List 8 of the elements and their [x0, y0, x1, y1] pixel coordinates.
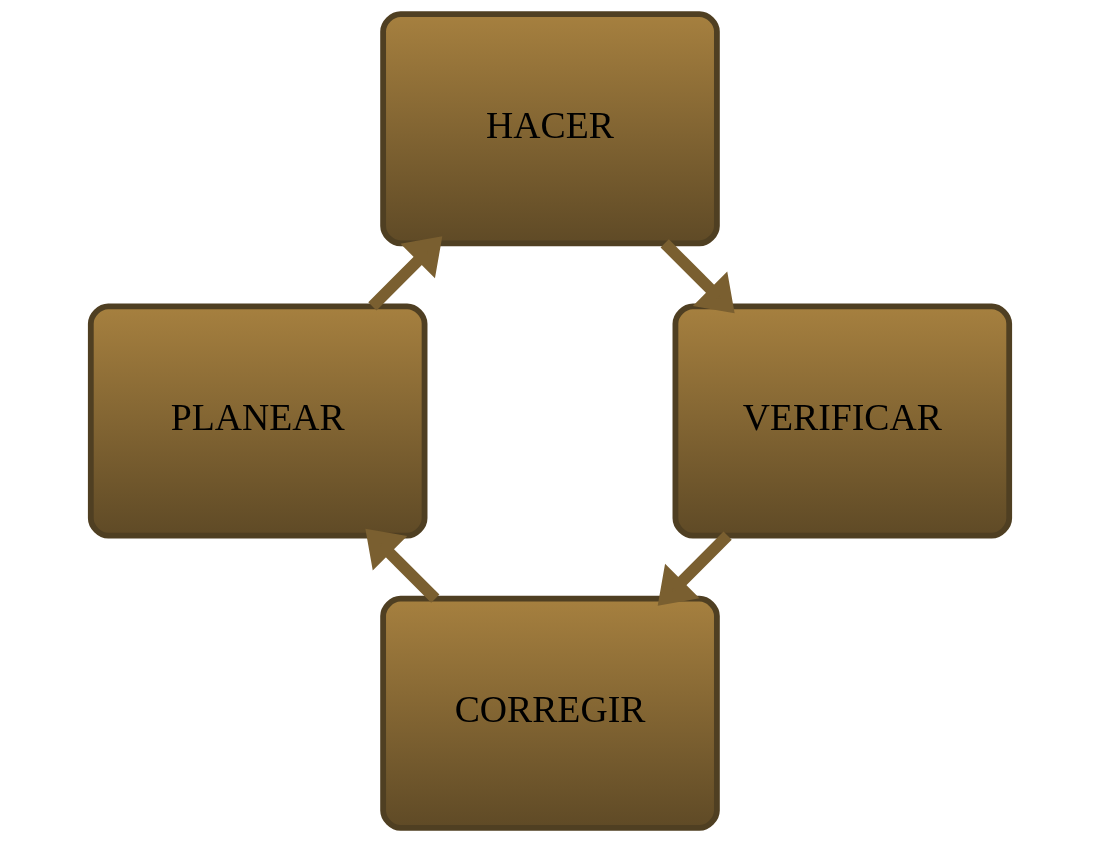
node-box: CORREGIR — [379, 595, 720, 831]
arrow — [657, 531, 732, 606]
node-box: HACER — [379, 11, 720, 247]
arrow — [367, 236, 442, 311]
node-box: VERIFICAR — [672, 303, 1012, 539]
arrow — [660, 239, 735, 314]
node-box: PLANEAR — [87, 303, 427, 539]
arrow — [364, 528, 439, 603]
